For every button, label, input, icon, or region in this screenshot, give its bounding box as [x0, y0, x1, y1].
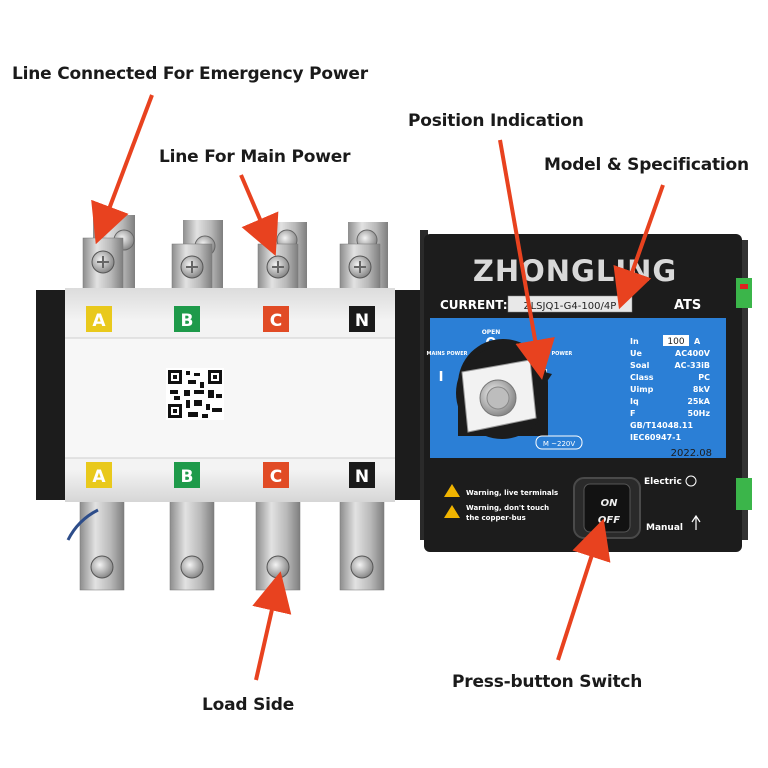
standard-iec: IEC60947-1 [630, 433, 681, 442]
phase-c-label-bottom [263, 462, 289, 488]
manual-label: Manual [646, 523, 683, 533]
phase-b-text-bottom: B [181, 467, 194, 487]
phase-c-text-top: C [270, 311, 282, 331]
model-code: ZLSJQ1-G4-100/4P [524, 301, 617, 312]
bottom-terminals [66, 494, 385, 591]
spec-key-ue: Ue [630, 349, 642, 358]
spec-key-soal: Soal [630, 361, 650, 370]
spec-key-uimp: Uimp [630, 385, 654, 394]
warning-1: Warning, live terminals [466, 489, 558, 497]
phase-b-label-top [174, 306, 200, 332]
phase-a-label-bottom [86, 462, 112, 488]
position-i: I [439, 370, 444, 385]
phase-c-label-top [263, 306, 289, 332]
phase-labels-top: A B C N [86, 306, 375, 332]
warning-2a: Warning, don't touch [466, 504, 549, 512]
label-model-spec: Model & Specification [544, 155, 749, 175]
off-label: OFF [598, 515, 620, 526]
phase-b-text-top: B [181, 311, 194, 331]
qr-code [166, 368, 224, 420]
arrow-load [252, 571, 292, 681]
hand-icon [691, 514, 701, 530]
spec-value-f: 50Hz [688, 409, 711, 418]
spec-value-ue: AC400V [675, 349, 711, 358]
controller-unit: ZHONGLING CURRENT: ZLSJQ1-G4-100/4P ATS … [420, 230, 752, 552]
spec-value-iq: 25kA [687, 397, 710, 406]
spec-value-uimp: 8kV [693, 385, 711, 394]
arrow-press [556, 518, 611, 661]
callout-arrows [91, 94, 665, 681]
arrow-model [613, 184, 665, 310]
spec-value-in: 100 [667, 337, 684, 347]
label-emergency-line: Line Connected For Emergency Power [12, 64, 368, 84]
current-label: CURRENT: [440, 298, 508, 312]
spec-unit-in: A [694, 337, 701, 346]
phase-labels-bottom: A B C N [86, 462, 375, 488]
press-button-switch[interactable]: ON OFF [573, 477, 641, 539]
phase-c-text-bottom: C [270, 467, 282, 487]
breaker-housing [36, 288, 426, 502]
phase-n-text-top: N [355, 311, 369, 331]
spec-value-class: PC [698, 373, 710, 382]
label-press-button: Press-button Switch [452, 672, 643, 692]
spec-key-iq: Iq [630, 397, 639, 406]
spec-key-class: Class [630, 373, 654, 382]
label-position-indication: Position Indication [408, 111, 584, 131]
standard-gb: GB/T14048.11 [630, 421, 693, 430]
phase-a-label-top [86, 306, 112, 332]
ats-label: ATS [674, 298, 701, 313]
on-label: ON [601, 498, 619, 509]
phase-b-label-bottom [174, 462, 200, 488]
label-main-power: Line For Main Power [159, 147, 351, 167]
arrow-emergency [91, 94, 154, 245]
green-connector-top [736, 278, 752, 308]
phase-n-label-bottom [349, 462, 375, 488]
open-label: OPEN [482, 329, 501, 336]
warning-2b: the copper-bus [466, 514, 526, 522]
electric-label: Electric [644, 477, 682, 487]
mains-label: MAINS POWER [427, 351, 468, 357]
phase-n-label-top [349, 306, 375, 332]
brand-logo: ZHONGLING [473, 254, 677, 288]
date-label: 2022.08 [671, 448, 712, 459]
arrow-position [498, 139, 555, 380]
phase-a-text-bottom: A [92, 467, 106, 487]
phase-a-text-top: A [92, 311, 106, 331]
spec-key-f: F [630, 409, 635, 418]
green-connector-bottom [736, 478, 752, 510]
motor-icon [685, 475, 697, 487]
motor-label: M ~220V [543, 440, 575, 448]
phase-n-text-bottom: N [355, 467, 369, 487]
spec-key-in: In [630, 337, 639, 346]
arrow-main [239, 174, 279, 257]
label-load-side: Load Side [202, 695, 295, 715]
spec-value-soal: AC-33iB [674, 361, 710, 370]
